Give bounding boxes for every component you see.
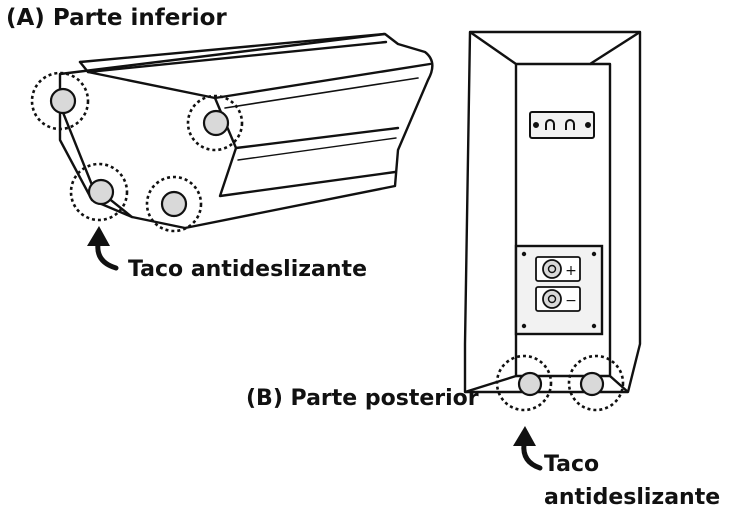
foot-a2 [186, 94, 244, 152]
speaker-back-outline [463, 30, 642, 394]
speaker-back-view [463, 30, 642, 394]
arrow-taco-a [87, 226, 119, 271]
speaker-side-line [224, 77, 419, 109]
label-anti-slip-pad-b-line1: Taco [544, 452, 600, 477]
terminal-panel: + − [514, 244, 604, 336]
arrow-taco-b [513, 426, 543, 471]
foot-a1 [30, 71, 90, 131]
feet-back-view [495, 354, 625, 412]
label-anti-slip-pad-a: Taco antideslizante [128, 257, 367, 282]
speaker-top-edge [78, 32, 386, 64]
terminal-minus: − [535, 286, 581, 312]
terminal-minus-sign: − [565, 293, 577, 309]
foot-a3 [69, 162, 129, 222]
label-anti-slip-pad-b-line2: antideslizante [544, 485, 721, 510]
speaker-chamfer-line-2 [218, 146, 397, 198]
label-part-a: (A) Parte inferior [6, 5, 227, 31]
wall-mount-bracket [529, 111, 595, 139]
speaker-back-right-bevel [590, 62, 629, 393]
speaker-side-line-2 [237, 137, 397, 161]
terminal-plus: + [535, 256, 581, 282]
terminal-plus-sign: + [565, 263, 577, 279]
speaker-bottom-view [58, 32, 434, 230]
foot-b1 [495, 354, 553, 412]
feet-bottom-view [30, 71, 244, 233]
foot-a4 [145, 175, 203, 233]
foot-b2 [567, 354, 625, 412]
label-part-b: (B) Parte posterior [246, 386, 479, 411]
speaker-back-top-bevel [469, 30, 641, 66]
